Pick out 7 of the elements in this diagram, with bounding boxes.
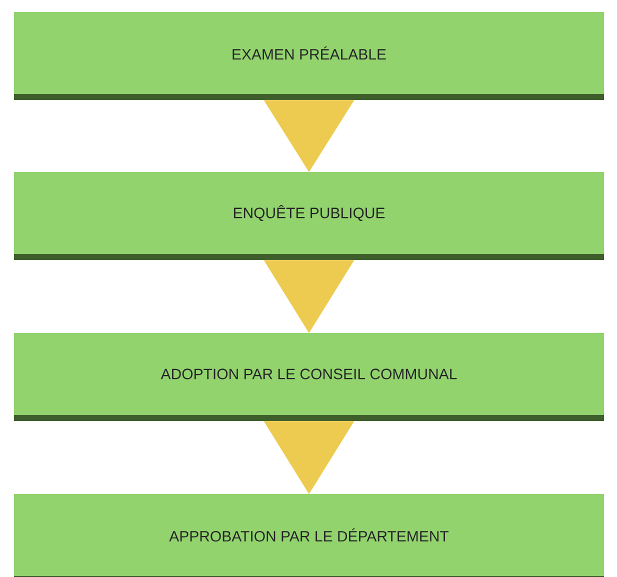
process-box: ADOPTION PAR LE CONSEIL COMMUNAL (14, 333, 604, 421)
arrow (264, 100, 354, 172)
arrow (264, 260, 354, 333)
process-box: EXAMEN PRÉALABLE (14, 12, 604, 100)
process-box: ENQUÊTE PUBLIQUE (14, 172, 604, 260)
process-box: APPROBATION PAR LE DÉPARTEMENT (14, 494, 604, 577)
arrow (264, 421, 354, 494)
